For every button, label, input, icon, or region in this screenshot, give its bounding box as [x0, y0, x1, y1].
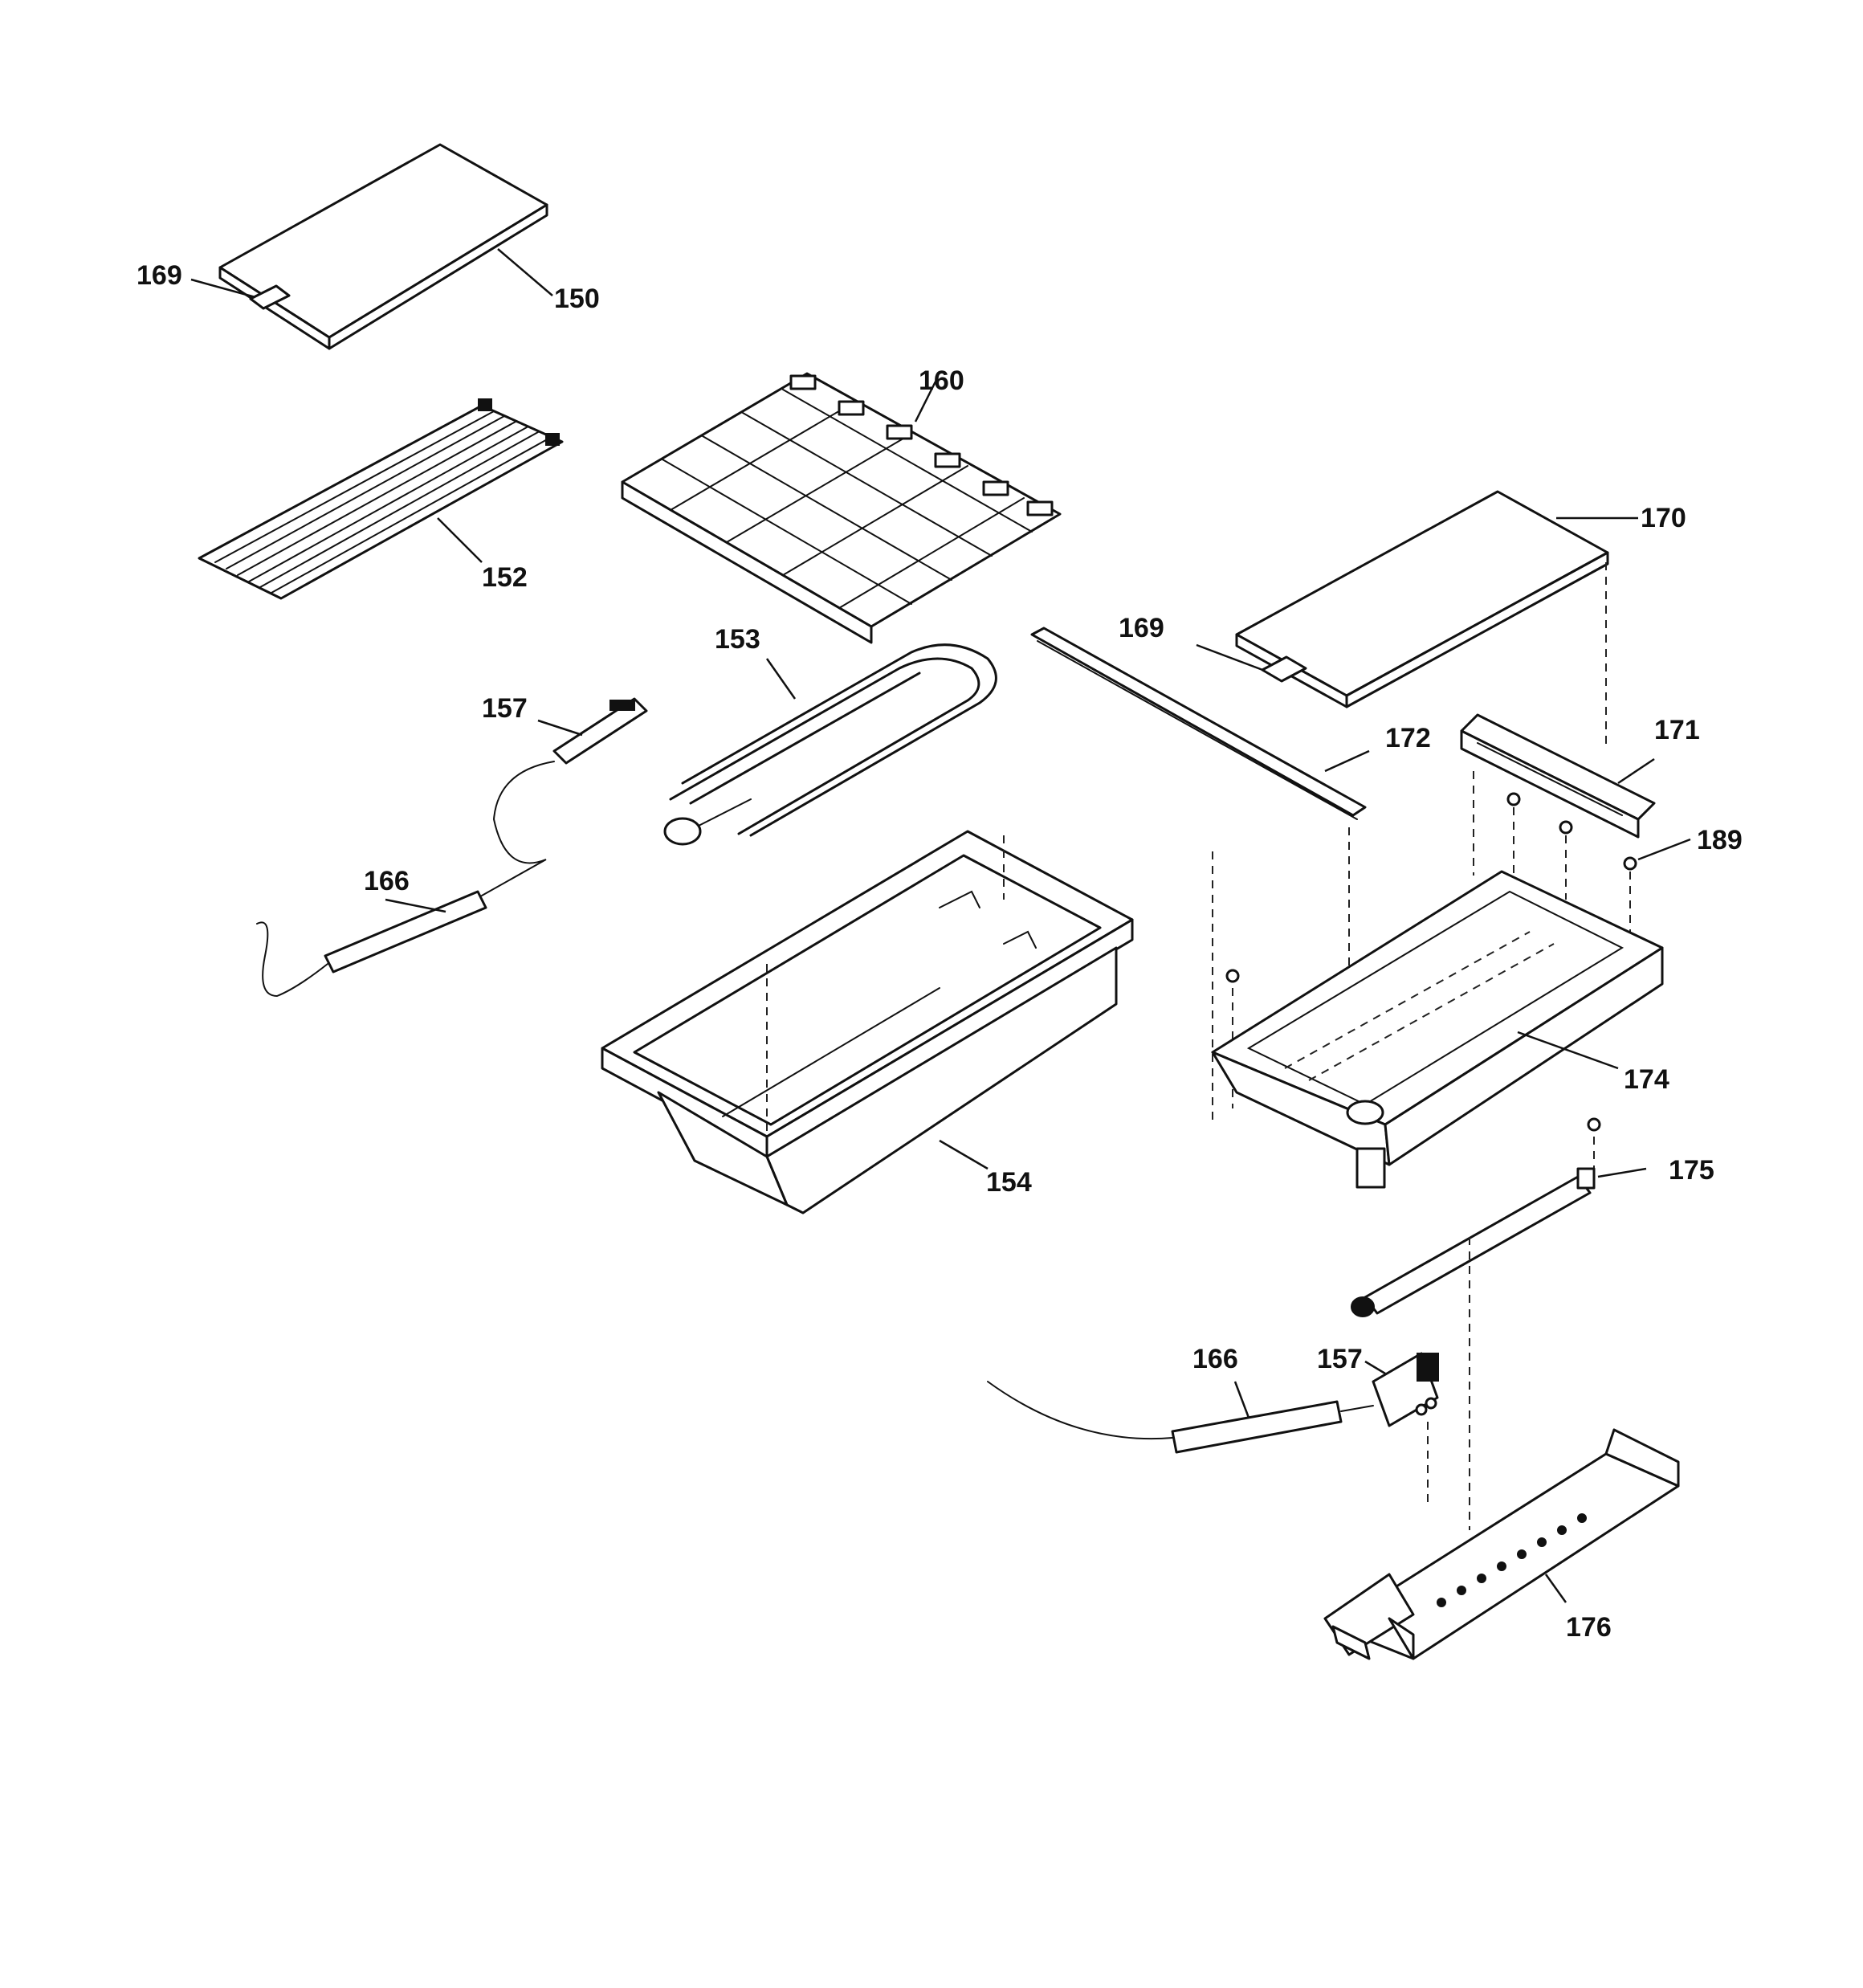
callout-154: 154 [986, 1167, 1032, 1198]
part-174-burner-box [1211, 870, 1664, 1189]
callout-172: 172 [1385, 723, 1431, 753]
leader-lines [190, 248, 1691, 1603]
callout-153: 153 [715, 624, 760, 655]
part-176-base-bracket [1323, 1428, 1680, 1660]
callout-150: 150 [554, 284, 600, 314]
callout-174: 174 [1624, 1064, 1669, 1095]
part-171-trim [1460, 713, 1656, 839]
part-175-tube-burner [1351, 1167, 1596, 1530]
callout-170: 170 [1641, 503, 1686, 533]
part-157-igniter-top [552, 697, 648, 765]
callout-166-top: 166 [364, 866, 410, 896]
callout-189: 189 [1697, 825, 1743, 855]
part-152-grate [198, 398, 564, 600]
part-150-cover-plate [218, 143, 548, 350]
part-170-cover-plate [1235, 490, 1609, 708]
callout-160: 160 [919, 365, 964, 396]
callout-labels: 169 150 160 152 170 169 153 157 172 171 … [137, 260, 1743, 1643]
part-166-ignition-wire-bottom [987, 1381, 1374, 1454]
callout-166-bottom: 166 [1192, 1344, 1238, 1374]
part-160-briquette-tray [621, 372, 1062, 644]
callout-175: 175 [1669, 1155, 1714, 1186]
part-169-tab-mid [1261, 655, 1307, 683]
callout-169-top: 169 [137, 260, 182, 291]
callout-176: 176 [1566, 1612, 1612, 1643]
callout-152: 152 [482, 562, 528, 593]
part-172-rail [1030, 627, 1367, 820]
part-153-burner [663, 643, 997, 846]
callout-171: 171 [1654, 715, 1700, 745]
callout-157-top: 157 [482, 693, 528, 724]
callout-157-bottom: 157 [1317, 1344, 1363, 1374]
callout-169-mid: 169 [1119, 613, 1164, 643]
part-154-burner-box [601, 830, 1134, 1214]
part-169-tab-top [249, 284, 291, 310]
part-157-igniter-bottom [1372, 1352, 1439, 1502]
